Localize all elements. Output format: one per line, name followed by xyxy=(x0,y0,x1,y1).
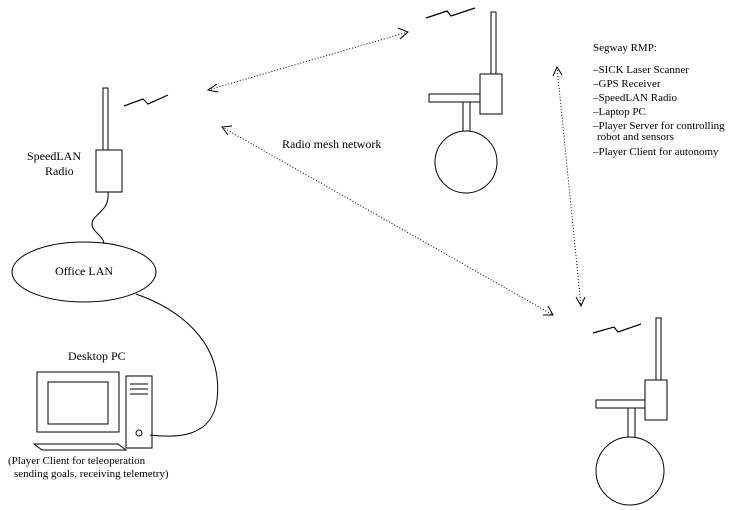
desktop-pc xyxy=(32,371,153,451)
segway-title: Segway RMP: xyxy=(593,42,657,54)
segway-item: –Player Client for autonomy xyxy=(592,146,719,158)
robot1-wheel xyxy=(434,130,498,194)
mesh-arrow-head xyxy=(397,27,409,40)
monitor-screen xyxy=(47,381,109,425)
mesh-link-base-to-robot2 xyxy=(221,126,554,316)
base-radio-antenna xyxy=(102,87,109,151)
mesh-arrow-head xyxy=(221,125,233,136)
base-radio-signal-icon xyxy=(123,94,169,107)
robot2-laptop-box xyxy=(644,379,668,421)
segway-item: –GPS Receiver xyxy=(592,78,661,90)
robot1-signal-icon xyxy=(425,7,476,19)
desktop-caption: (Player Client for teleoperation sending… xyxy=(8,455,169,480)
tower-button xyxy=(135,429,143,437)
robot1-antenna xyxy=(490,11,497,75)
robot2-antenna xyxy=(655,317,662,381)
mesh-arrow-head xyxy=(206,83,219,93)
base-radio xyxy=(95,87,169,193)
segway-item: robot and sensors xyxy=(597,131,674,143)
radio-lan-cable xyxy=(91,191,109,245)
robot1-laser-scanner xyxy=(428,93,481,103)
segway-item: –Laptop PC xyxy=(592,106,646,118)
office-lan-ellipse xyxy=(11,241,157,303)
tower-icon xyxy=(125,375,153,449)
mesh-links xyxy=(206,27,586,316)
robot2-signal-icon xyxy=(592,323,642,334)
mesh-link-base-to-robot1 xyxy=(207,31,409,91)
mesh-arrow-head xyxy=(575,296,586,308)
mesh-network-label: Radio mesh network xyxy=(282,137,381,151)
robot1-laptop-box xyxy=(479,73,503,115)
mesh-link-robot1-to-robot2 xyxy=(556,66,582,307)
segway-component-list: –SICK Laser Scanner –GPS Receiver –Speed… xyxy=(592,64,727,158)
mesh-arrow-head xyxy=(543,305,554,316)
desktop-caption-line-1: (Player Client for teleoperation xyxy=(8,455,146,467)
radio-label-line-2: Radio xyxy=(45,164,74,178)
office-lan-label: Office LAN xyxy=(55,264,113,278)
segway-robot-1 xyxy=(425,7,503,194)
robot2-wheel xyxy=(595,436,665,506)
keyboard-icon xyxy=(32,443,128,451)
radio-label-line-1: SpeedLAN xyxy=(27,149,81,163)
radio-label: SpeedLAN Radio xyxy=(27,149,84,178)
robot2-laser-scanner xyxy=(595,399,646,409)
desktop-caption-line-2: sending goals, receiving telemetry) xyxy=(14,468,169,480)
lan-desktop-cable xyxy=(135,293,219,437)
base-radio-box xyxy=(95,149,123,193)
segway-item: –SpeedLAN Radio xyxy=(592,92,678,104)
segway-item: –Player Server for controlling xyxy=(592,120,725,132)
segway-item: –SICK Laser Scanner xyxy=(592,64,689,76)
mesh-arrow-head xyxy=(552,65,563,77)
segway-robot-2 xyxy=(592,317,668,506)
monitor-icon xyxy=(36,371,120,433)
desktop-label: Desktop PC xyxy=(68,349,126,363)
